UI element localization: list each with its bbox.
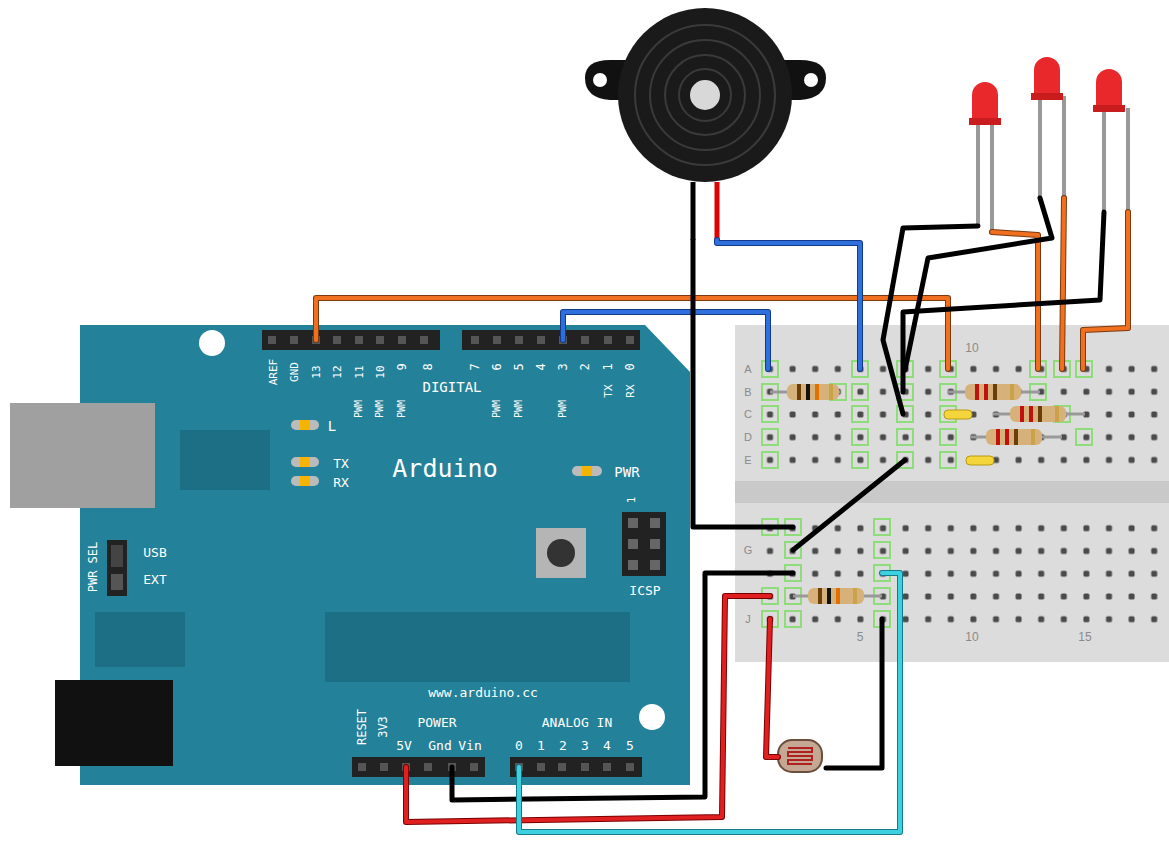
pin-number: 9 [396, 363, 408, 370]
pin-number: 1 [626, 497, 637, 504]
pin-number: 10 [375, 365, 386, 378]
column-number: 5 [857, 631, 864, 643]
pin-label: TX [603, 384, 614, 397]
column-number: 15 [1078, 631, 1091, 643]
pin-label: AREF [268, 359, 279, 386]
row-letter: D [744, 432, 752, 443]
wires [316, 198, 1128, 832]
row-letter: J [745, 614, 751, 625]
pin-number: 2 [559, 739, 567, 752]
led-label: TX [333, 457, 349, 470]
header-label: DIGITAL [422, 380, 481, 394]
board-name: Arduino [392, 456, 497, 481]
jumper-label: EXT [143, 573, 166, 586]
header-label: ANALOG IN [542, 716, 612, 729]
pin-number: 12 [332, 365, 343, 378]
pin-number: 7 [469, 363, 481, 370]
pin-label: RESET [356, 709, 368, 745]
led-label: PWR [614, 465, 639, 479]
pin-number: 0 [515, 739, 523, 752]
jumper-label: PWR SEL [87, 542, 99, 593]
column-number: 10 [965, 631, 978, 643]
pin-label: RX [625, 384, 636, 397]
pin-number: 5 [513, 363, 525, 370]
breadboard [735, 325, 1169, 662]
pin-number: 1 [537, 739, 545, 752]
pin-number: 13 [311, 365, 322, 378]
led-label: L [328, 419, 336, 433]
piezo-buzzer [585, 8, 826, 240]
resistor-symbol [770, 384, 1085, 604]
pin-number: 3 [581, 739, 589, 752]
arduino-board [10, 325, 690, 785]
pin-label: GND [289, 362, 300, 382]
pin-number: 3 [557, 363, 569, 370]
pin-label: Gnd [428, 739, 451, 752]
pin-label: 3V3 [377, 716, 389, 738]
jumper-label: USB [143, 546, 166, 559]
row-letter: C [744, 409, 752, 420]
pwm-label: PWM [397, 400, 407, 418]
pin-label: Vin [458, 739, 481, 752]
pin-number: 11 [354, 365, 365, 378]
pin-number: 8 [422, 363, 434, 370]
pin-number: 5 [626, 739, 634, 752]
header-label: POWER [417, 716, 456, 729]
row-letter: A [744, 364, 751, 375]
pwm-label: PWM [492, 400, 502, 418]
pwm-label: PWM [375, 400, 385, 418]
row-letter: B [744, 387, 751, 398]
website-label: www.arduino.cc [428, 686, 538, 699]
column-number: 10 [965, 342, 978, 354]
pwm-label: PWM [558, 400, 568, 418]
pin-number: 0 [624, 363, 636, 370]
row-letter: G [744, 545, 753, 556]
pin-label: 5V [396, 739, 412, 752]
pin-number: 4 [535, 363, 547, 370]
pwm-label: PWM [514, 400, 524, 418]
pin-number: 2 [579, 363, 591, 370]
pin-number: 6 [491, 363, 503, 370]
pwm-label: PWM [354, 400, 364, 418]
pin-number: 4 [603, 739, 611, 752]
header-label: ICSP [629, 584, 660, 597]
photoresistor [778, 740, 822, 772]
pin-number: 1 [602, 363, 614, 370]
led-symbol [969, 57, 1128, 230]
led-label: RX [333, 476, 349, 489]
row-letter: E [744, 455, 751, 466]
